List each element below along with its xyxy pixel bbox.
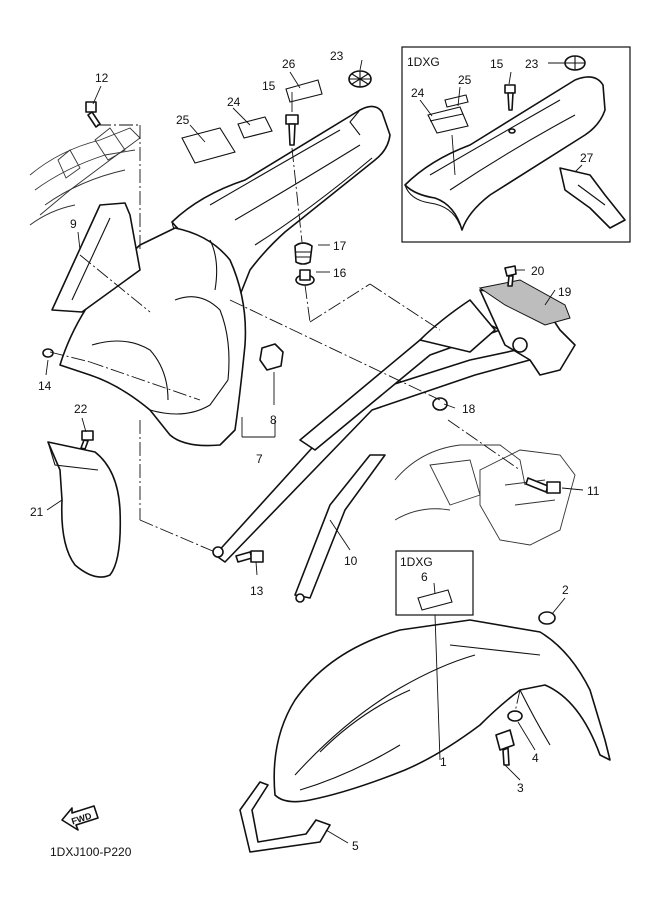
callout-2: 2 bbox=[562, 583, 569, 597]
nut-8[interactable] bbox=[259, 343, 284, 371]
inset-box-upper bbox=[401, 46, 631, 243]
callout-19: 19 bbox=[558, 285, 572, 299]
callout-16: 16 bbox=[333, 266, 347, 280]
inset-callout-23: 23 bbox=[525, 57, 539, 71]
bracket-19[interactable] bbox=[478, 279, 571, 326]
screw-20[interactable] bbox=[504, 265, 517, 287]
callout-23: 23 bbox=[330, 49, 344, 63]
callout-5: 5 bbox=[352, 839, 359, 853]
callout-8: 8 bbox=[270, 413, 277, 427]
sub-frame[interactable] bbox=[212, 289, 576, 603]
callout-9: 9 bbox=[70, 217, 77, 231]
inset-callout-25: 25 bbox=[458, 73, 472, 87]
nut-18[interactable] bbox=[432, 397, 448, 411]
decal-25[interactable] bbox=[181, 127, 236, 164]
ghost-engine-right bbox=[394, 444, 576, 546]
callout-13: 13 bbox=[250, 584, 264, 598]
strip-5[interactable] bbox=[239, 781, 331, 853]
callout-20: 20 bbox=[531, 264, 545, 278]
bolt-22[interactable] bbox=[80, 430, 94, 450]
callout-26: 26 bbox=[282, 57, 296, 71]
callout-labels: 12 9 14 22 21 25 24 15 26 23 17 16 8 7 1… bbox=[30, 49, 600, 859]
inset-code-upper: 1DXG bbox=[407, 55, 440, 69]
inset-callout-6: 6 bbox=[421, 570, 428, 584]
collar-16[interactable] bbox=[295, 269, 315, 286]
fwd-arrow-icon bbox=[61, 805, 99, 831]
inset-code-lower: 1DXG bbox=[400, 555, 433, 569]
callout-3: 3 bbox=[517, 781, 524, 795]
bolt-13[interactable] bbox=[235, 550, 264, 563]
bolt-15[interactable] bbox=[285, 114, 299, 146]
inset-callout-15: 15 bbox=[490, 57, 504, 71]
callout-10: 10 bbox=[344, 554, 358, 568]
inset-callout-27: 27 bbox=[580, 151, 594, 165]
washer-14[interactable] bbox=[42, 348, 54, 358]
callout-17: 17 bbox=[333, 239, 347, 253]
callout-21: 21 bbox=[30, 505, 44, 519]
bolt-12[interactable] bbox=[85, 101, 101, 128]
bolt-3[interactable] bbox=[495, 729, 515, 766]
decal-24[interactable] bbox=[237, 116, 273, 139]
damper-17[interactable] bbox=[294, 242, 313, 265]
grommet-23[interactable] bbox=[348, 70, 372, 88]
callout-11: 11 bbox=[587, 484, 600, 498]
mud-guard-21[interactable] bbox=[47, 441, 122, 578]
callout-12: 12 bbox=[95, 71, 109, 85]
inset-callout-24: 24 bbox=[411, 86, 425, 100]
leader-lines bbox=[45, 59, 584, 844]
inset-1dxg-lower bbox=[395, 550, 474, 616]
inset-box-lower bbox=[395, 550, 474, 616]
callout-14: 14 bbox=[38, 379, 52, 393]
ghost-frame-left bbox=[29, 127, 141, 226]
callout-18: 18 bbox=[462, 402, 476, 416]
washer-2[interactable] bbox=[538, 611, 556, 625]
callout-22: 22 bbox=[74, 402, 88, 416]
drawing-code: 1DXJ100-P220 bbox=[50, 845, 132, 859]
decal-26[interactable] bbox=[285, 79, 323, 103]
callout-24: 24 bbox=[227, 95, 241, 109]
washer-4[interactable] bbox=[507, 710, 523, 722]
bolt-11[interactable] bbox=[525, 477, 561, 494]
side-cover-9[interactable] bbox=[51, 202, 141, 313]
callout-1: 1 bbox=[440, 755, 447, 769]
callout-7: 7 bbox=[256, 452, 263, 466]
front-fender-1[interactable] bbox=[273, 619, 611, 803]
callout-25: 25 bbox=[176, 113, 190, 127]
callout-4: 4 bbox=[532, 751, 539, 765]
inset-1dxg-upper bbox=[401, 46, 631, 243]
callout-15: 15 bbox=[262, 79, 276, 93]
